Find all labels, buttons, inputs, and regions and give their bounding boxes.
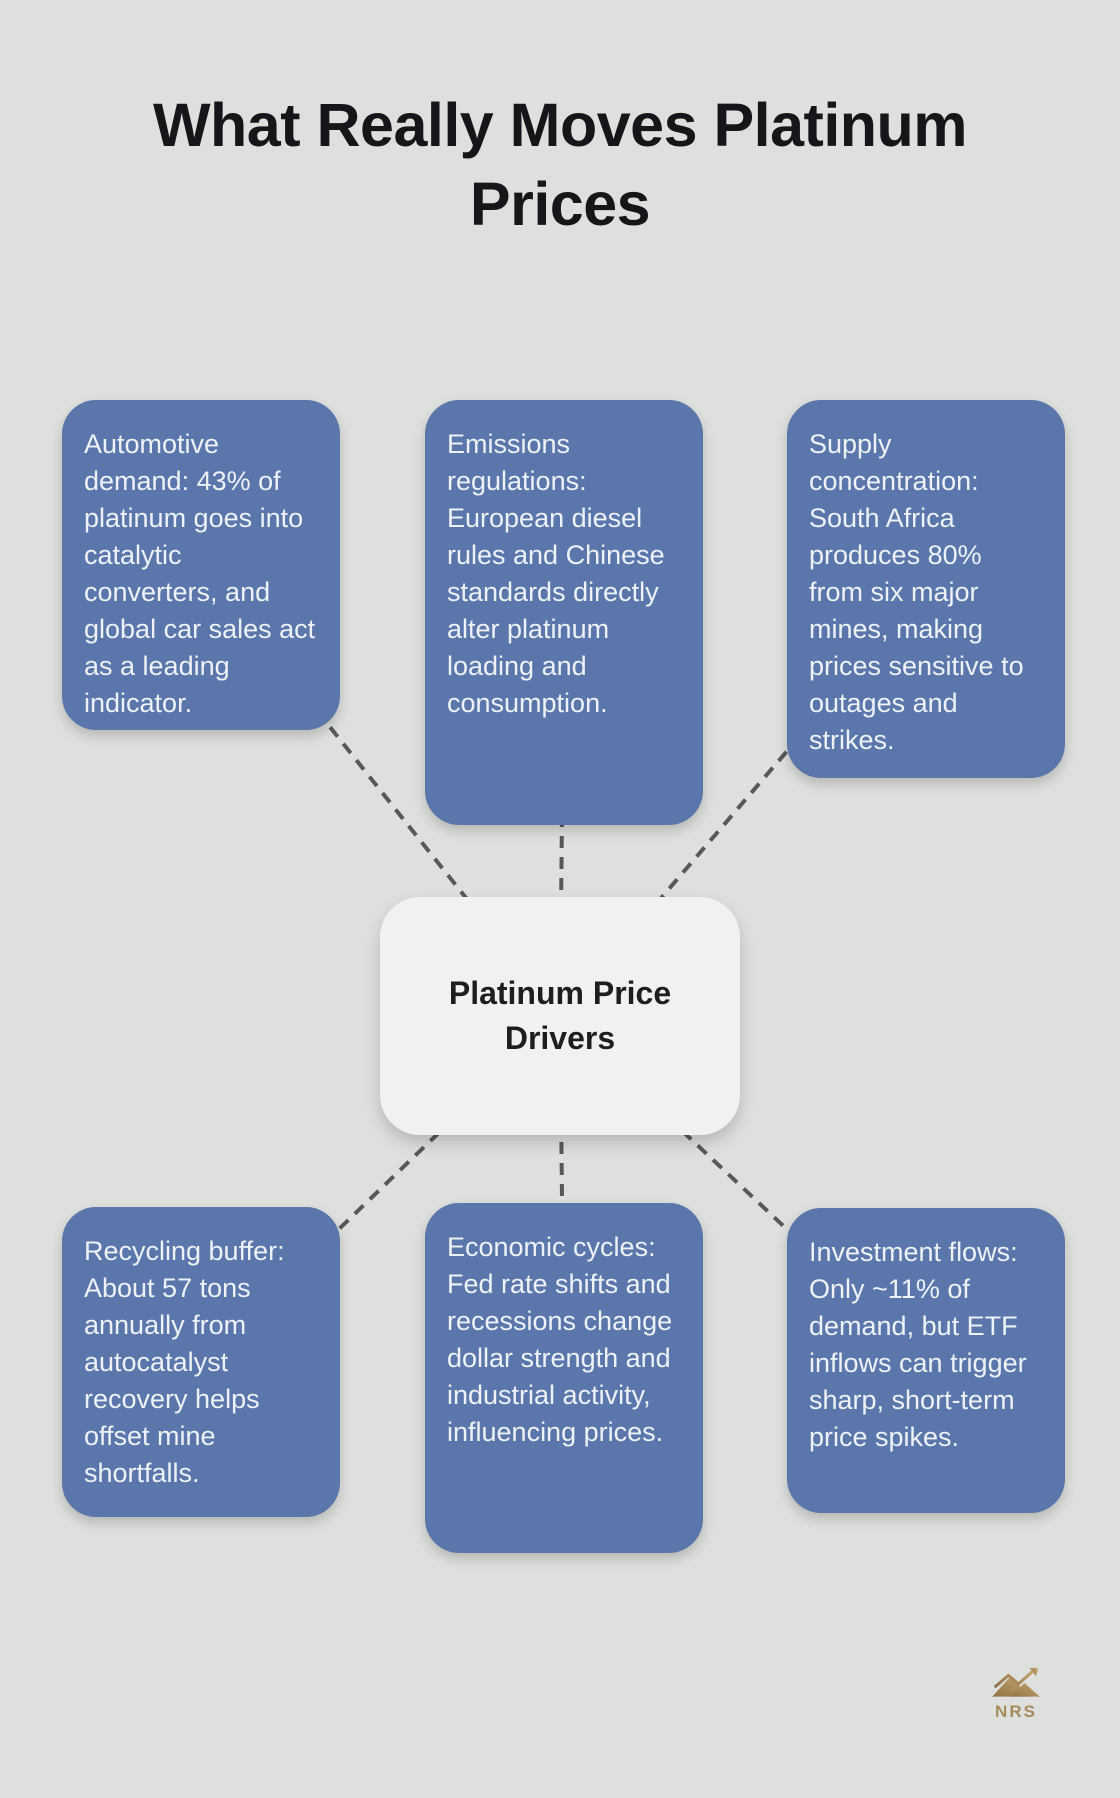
driver-node-recycling-buffer: Recycling buffer: About 57 tons annually… <box>62 1207 340 1517</box>
driver-node-automotive-demand: Automotive demand: 43% of platinum goes … <box>62 400 340 730</box>
driver-node-emissions-regulations: Emissions regulations: European diesel r… <box>425 400 703 825</box>
driver-node-investment-flows: Investment flows: Only ~11% of demand, b… <box>787 1208 1065 1513</box>
driver-node-economic-cycles: Economic cycles: Fed rate shifts and rec… <box>425 1203 703 1553</box>
mountain-arrow-icon <box>992 1667 1040 1697</box>
center-node: Platinum Price Drivers <box>380 897 740 1135</box>
center-node-label: Platinum Price Drivers <box>448 974 672 1056</box>
nrs-logo-text: NRS <box>995 1702 1037 1721</box>
page-title: What Really Moves Platinum Prices <box>152 91 968 239</box>
nrs-logo: NRS <box>986 1666 1046 1722</box>
driver-node-supply-concentration: Supply concentration: South Africa produ… <box>787 400 1065 778</box>
